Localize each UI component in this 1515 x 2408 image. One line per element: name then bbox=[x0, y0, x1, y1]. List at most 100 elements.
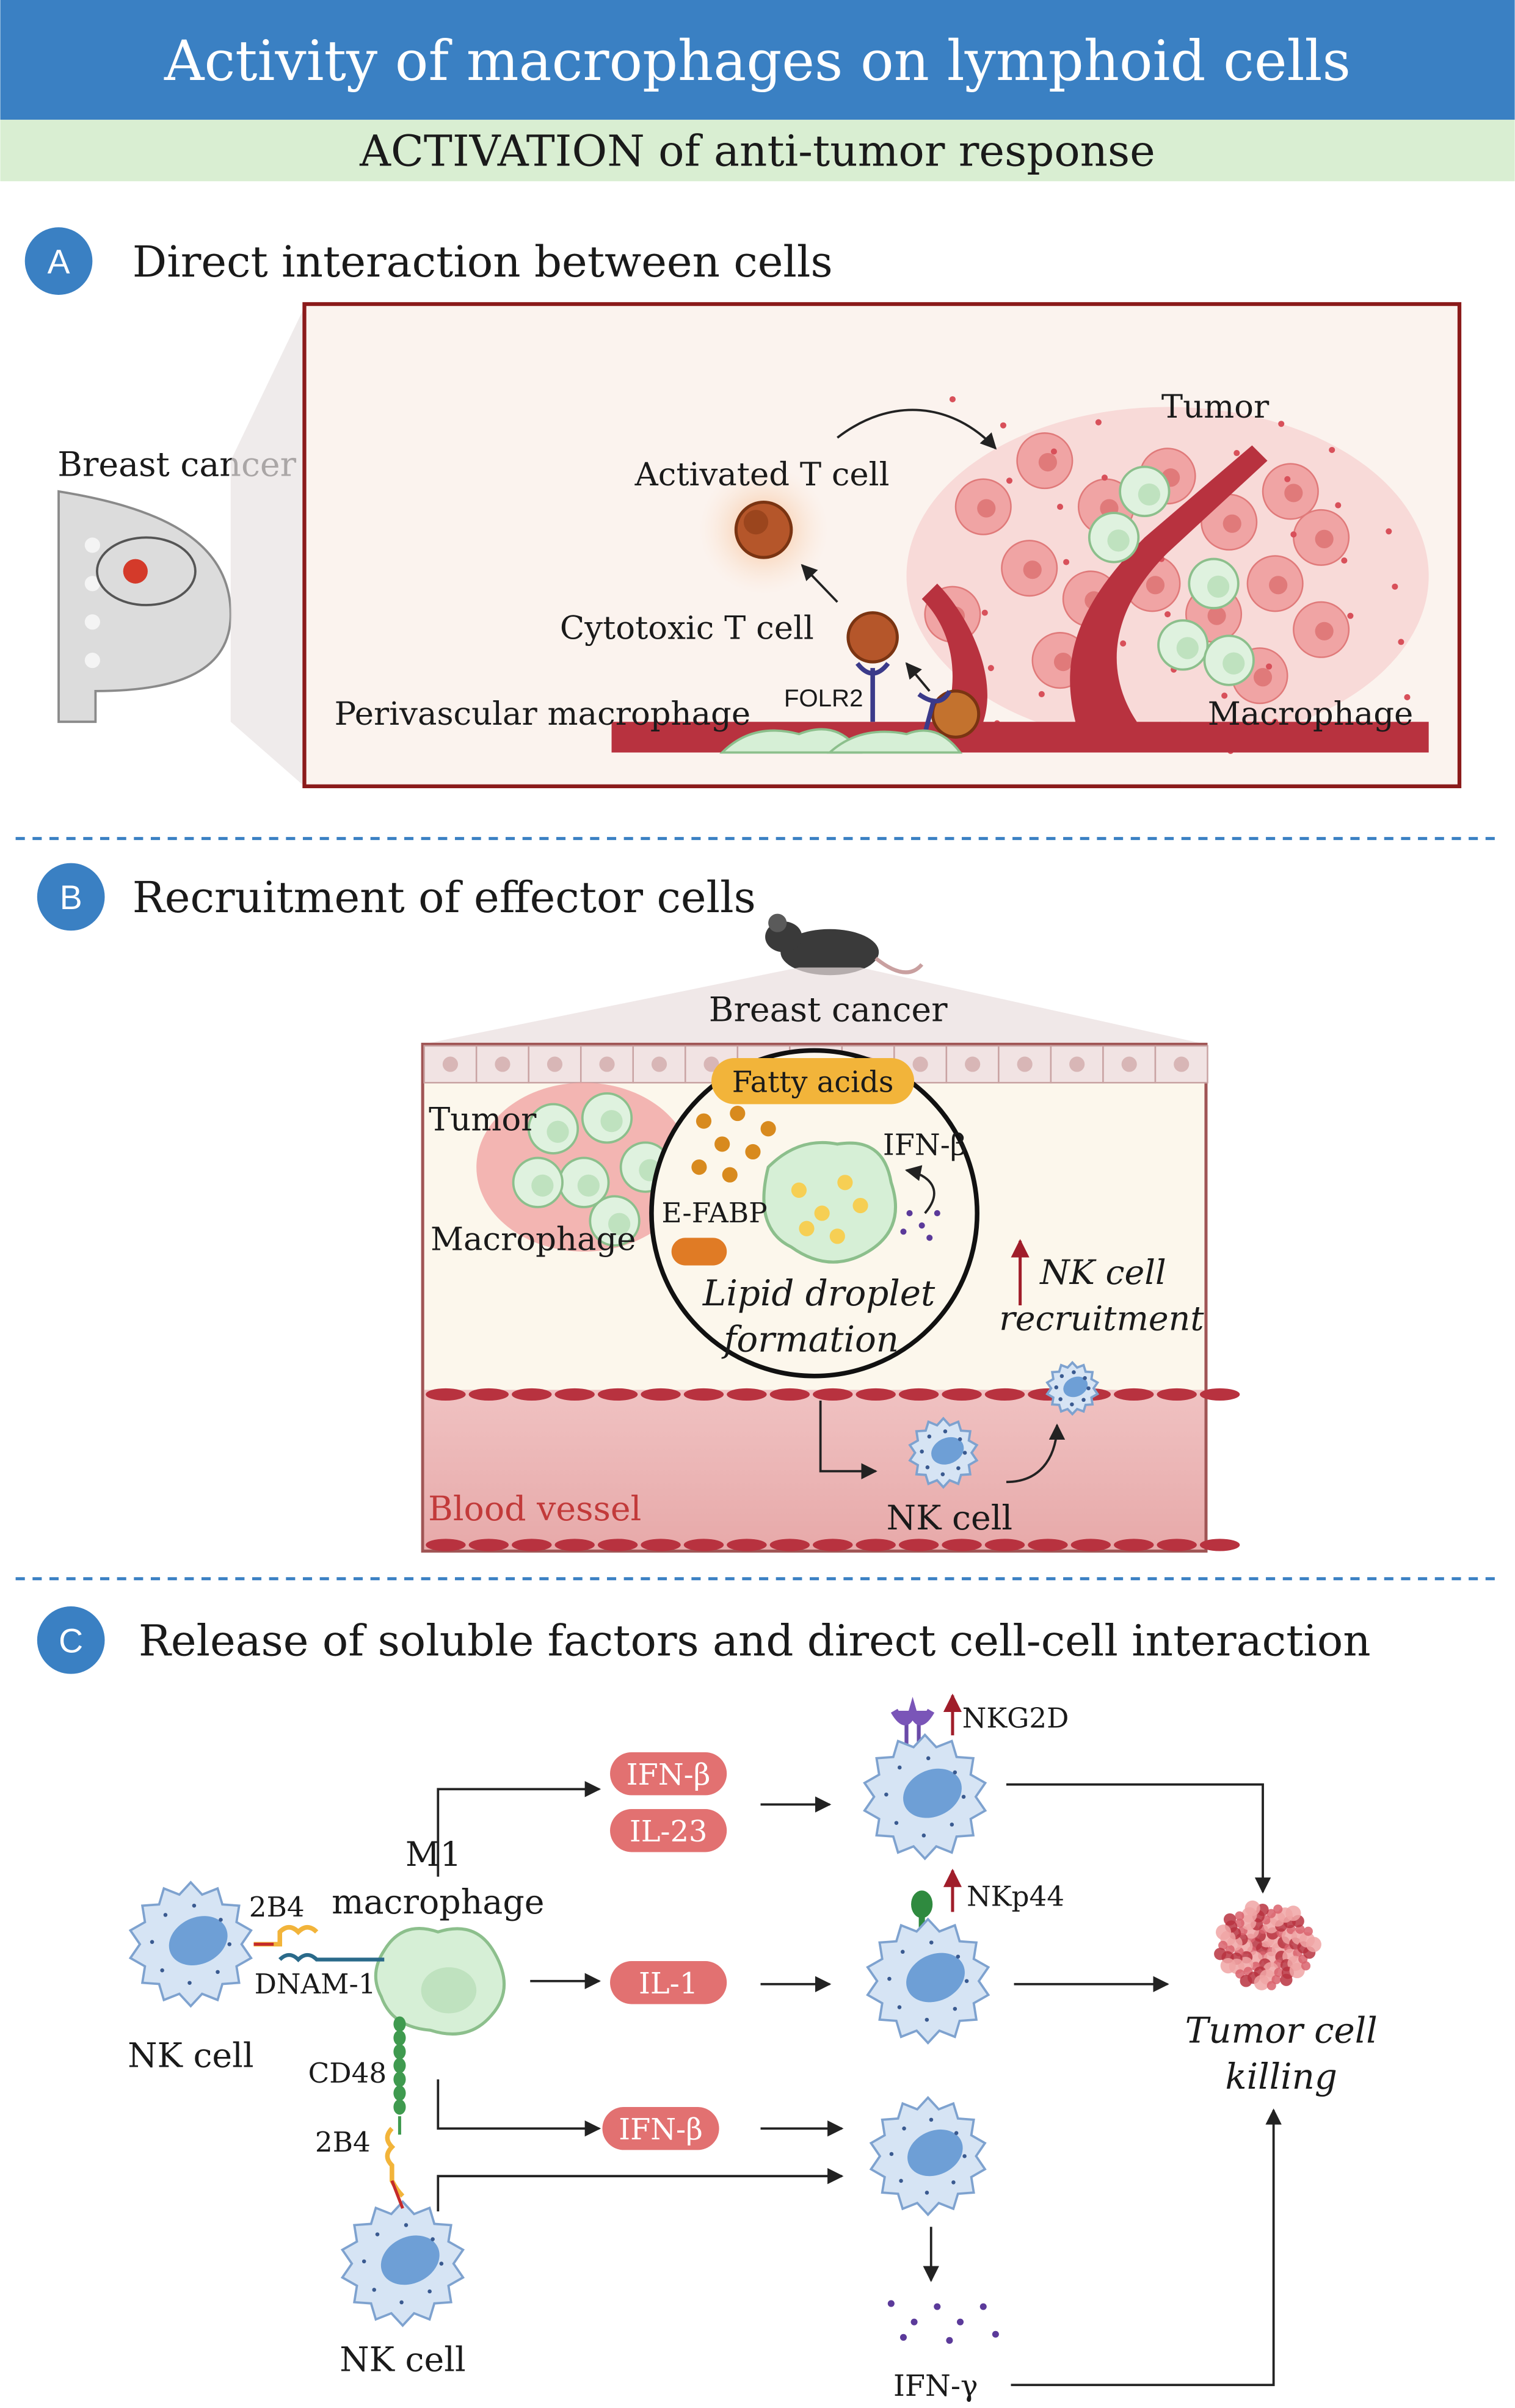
nk-cell-c-ifng bbox=[869, 2095, 987, 2217]
dnam1-receptor-icon bbox=[278, 1953, 385, 1962]
killing-label: Tumor cell bbox=[1185, 2009, 1378, 2051]
macrophage-a-4 bbox=[1188, 557, 1240, 609]
cytotoxic-t-cell bbox=[846, 611, 899, 664]
activated-t-label: Activated T cell bbox=[634, 456, 890, 493]
tumor-label-b: Tumor bbox=[429, 1101, 537, 1138]
arrow-folr2 bbox=[905, 662, 931, 692]
m1-label-2: macrophage bbox=[332, 1883, 544, 1922]
macrophage-b-0 bbox=[527, 1103, 579, 1155]
blood-vessel-label: Blood vessel bbox=[428, 1490, 641, 1529]
panel-b-title: Recruitment of effector cells bbox=[133, 872, 756, 923]
blood-vessel-b bbox=[424, 1390, 1205, 1550]
nk-cell-b-1 bbox=[908, 1416, 979, 1489]
arrow-ifng-to-killing bbox=[1011, 2108, 1282, 2387]
ifn-gamma-label: IFN-γ bbox=[893, 2370, 978, 2403]
arrow-ifn-b bbox=[904, 1165, 936, 1214]
pill-ifn-beta-top-label: IFN-β bbox=[627, 1758, 711, 1792]
pill-ifn-beta-bottom-label: IFN-β bbox=[619, 2113, 703, 2147]
tumor-macrophages bbox=[1088, 465, 1255, 686]
cytotoxic-t-label: Cytotoxic T cell bbox=[560, 609, 814, 647]
nk-label-left: NK cell bbox=[128, 2037, 253, 2076]
macrophage-a-3 bbox=[1203, 634, 1255, 686]
efabp-icon bbox=[671, 1238, 727, 1266]
panel-b: B Recruitment of effector cells Breast c… bbox=[37, 863, 1240, 1553]
panel-a: A Direct interaction between cells Breas… bbox=[24, 227, 1462, 788]
tumor-killing-cluster bbox=[1214, 1900, 1321, 1990]
panel-b-badge bbox=[37, 863, 105, 931]
nk-cell-b-2 bbox=[1045, 1360, 1100, 1416]
efabp-label: E-FABP bbox=[662, 1197, 768, 1229]
panel-a-badge-letter: A bbox=[48, 243, 70, 281]
lipid-macrophage bbox=[762, 1141, 897, 1264]
pill-ifn-beta-top bbox=[610, 1752, 727, 1796]
cytokine-pills: IFN-β IL-23 IL-1 IFN-β bbox=[602, 1752, 727, 2150]
fatty-acids-label: Fatty acids bbox=[732, 1065, 894, 1099]
cd48-label: CD48 bbox=[308, 2057, 387, 2089]
panel-c-badge-letter: C bbox=[59, 1622, 83, 1659]
nk-cell-c-left bbox=[128, 1880, 253, 2008]
macrophage-b-4 bbox=[512, 1156, 564, 1208]
nk-cell-c-nkp44 bbox=[866, 1917, 990, 2045]
panel-c-badge bbox=[37, 1606, 105, 1674]
panel-c: C Release of soluble factors and direct … bbox=[37, 1606, 1378, 2403]
folr2-receptor-icon bbox=[856, 662, 890, 722]
nk-cell-c-bottom bbox=[340, 2200, 465, 2327]
nkg2d-label: NKG2D bbox=[962, 1702, 1069, 1735]
zoom-wedge-b bbox=[423, 967, 1206, 1045]
folr2-label: FOLR2 bbox=[784, 684, 863, 712]
lipid-label-2: formation bbox=[721, 1318, 899, 1360]
arrow-t-activation bbox=[801, 564, 838, 603]
2b4-receptor-top-icon bbox=[253, 1924, 319, 1947]
breast-inset: Breast cancer bbox=[57, 307, 305, 786]
macrophage-a-0 bbox=[1119, 465, 1171, 518]
pill-il1-label: IL-1 bbox=[639, 1967, 698, 2001]
inset-circle bbox=[96, 536, 197, 606]
arrow-nk1-to-killing bbox=[1006, 1783, 1271, 1894]
2b4-label-top: 2B4 bbox=[249, 1891, 305, 1923]
arrow-to-tumor bbox=[837, 408, 997, 450]
lipid-label: Lipid droplet bbox=[702, 1272, 936, 1314]
perivascular-label: Perivascular macrophage bbox=[335, 695, 751, 733]
ifn-beta-label-b: IFN-β bbox=[883, 1129, 967, 1162]
zoom-wedge bbox=[230, 307, 305, 786]
tumor-cluster-b bbox=[476, 1083, 692, 1252]
panel-b-badge-letter: B bbox=[60, 879, 82, 916]
macrophage-b-1 bbox=[581, 1092, 633, 1144]
pill-il23-label: IL-23 bbox=[630, 1815, 708, 1849]
pill-ifn-beta-bottom bbox=[602, 2107, 719, 2150]
blood-vessel-a bbox=[611, 445, 1429, 753]
mouse-icon bbox=[765, 913, 924, 976]
organ-label-b: Breast cancer bbox=[709, 991, 948, 1030]
arrow-nk-to-cell4 bbox=[437, 2167, 844, 2212]
m1-label: M1 bbox=[405, 1835, 462, 1874]
breast-silhouette-icon bbox=[57, 490, 232, 723]
pill-il23 bbox=[610, 1809, 727, 1852]
nk-cell-c-nkg2d bbox=[863, 1733, 987, 1861]
nkp44-label: NKp44 bbox=[967, 1880, 1064, 1912]
tumor-dot-icon bbox=[123, 559, 148, 584]
macrophage-label-a: Macrophage bbox=[1208, 695, 1414, 733]
figure-title: Activity of macrophages on lymphoid cell… bbox=[164, 29, 1351, 93]
header: Activity of macrophages on lymphoid cell… bbox=[0, 0, 1515, 181]
tumor-label-a: Tumor bbox=[1161, 388, 1270, 426]
macrophage-label-b: Macrophage bbox=[431, 1220, 636, 1258]
nk-recruitment-label-2: recruitment bbox=[999, 1299, 1204, 1338]
macrophage-a-2 bbox=[1157, 619, 1209, 671]
arrow-nk-extravasate bbox=[1006, 1423, 1066, 1484]
nk-label-bottom: NK cell bbox=[340, 2341, 465, 2380]
panel-a-title: Direct interaction between cells bbox=[133, 237, 833, 287]
title-bar bbox=[0, 0, 1515, 120]
dnam1-label: DNAM-1 bbox=[255, 1968, 376, 2000]
macrophage-b-5 bbox=[589, 1195, 641, 1247]
perivascular-macrophage-2 bbox=[826, 729, 963, 754]
cytotoxic-t-cell-2 bbox=[931, 689, 981, 739]
arrow-vessel-nk bbox=[819, 1400, 877, 1479]
macrophage-a-1 bbox=[1088, 512, 1140, 564]
arrow-m1-to-ifnb bbox=[437, 1781, 601, 1877]
nk-recruitment-label: NK cell bbox=[1039, 1253, 1166, 1293]
subtitle-bar bbox=[0, 120, 1515, 181]
nk-cell-label-b: NK cell bbox=[887, 1499, 1012, 1538]
panel-a-badge bbox=[24, 227, 93, 295]
figure-subtitle: ACTIVATION of anti-tumor response bbox=[359, 126, 1155, 176]
